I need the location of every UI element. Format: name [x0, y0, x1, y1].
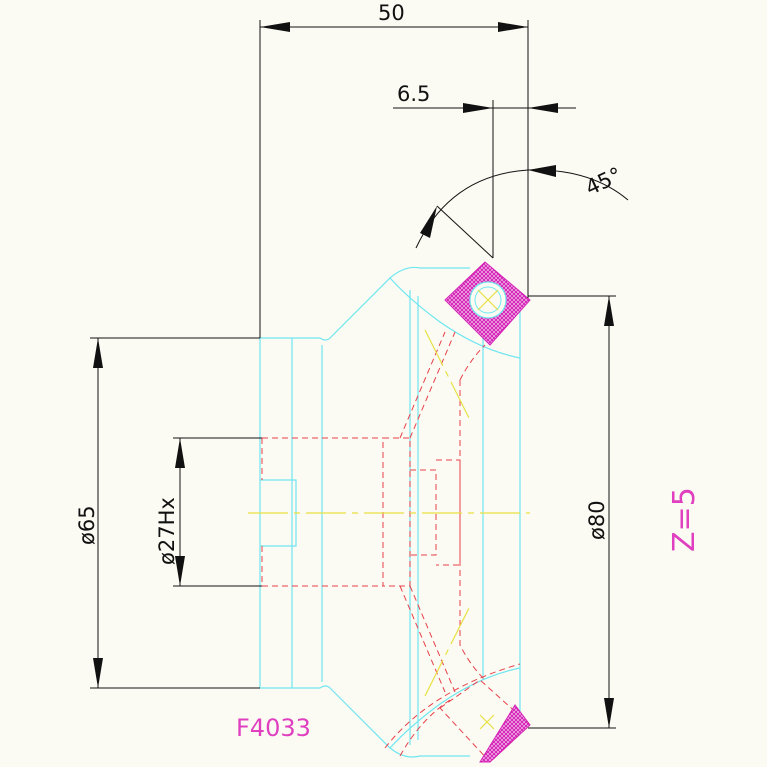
dimension-45-text: 45°	[582, 163, 626, 200]
dimension-diameter-27: ø27Hx	[155, 437, 262, 587]
insert-top	[444, 261, 531, 346]
dimension-diameter-80: ø80	[528, 295, 616, 729]
dimension-diameter-65-text: ø65	[75, 505, 99, 545]
centerlines	[248, 329, 530, 697]
dimension-50: 50	[259, 1, 529, 338]
hidden-lines	[261, 331, 521, 757]
dimension-diameter-80-text: ø80	[585, 500, 609, 540]
dimension-6-5-text: 6.5	[397, 82, 430, 106]
dimension-50-text: 50	[378, 1, 405, 25]
body-outline	[259, 266, 521, 758]
dimension-diameter-27-text: ø27Hx	[155, 497, 179, 565]
insert-count-label: Z=5	[667, 487, 702, 552]
dimension-6-5: 6.5	[393, 82, 576, 258]
insert-bottom	[439, 679, 531, 763]
dimension-diameter-65: ø65	[75, 337, 260, 689]
dimension-45: 45°	[415, 163, 629, 259]
part-code-label: F4033	[236, 714, 311, 742]
